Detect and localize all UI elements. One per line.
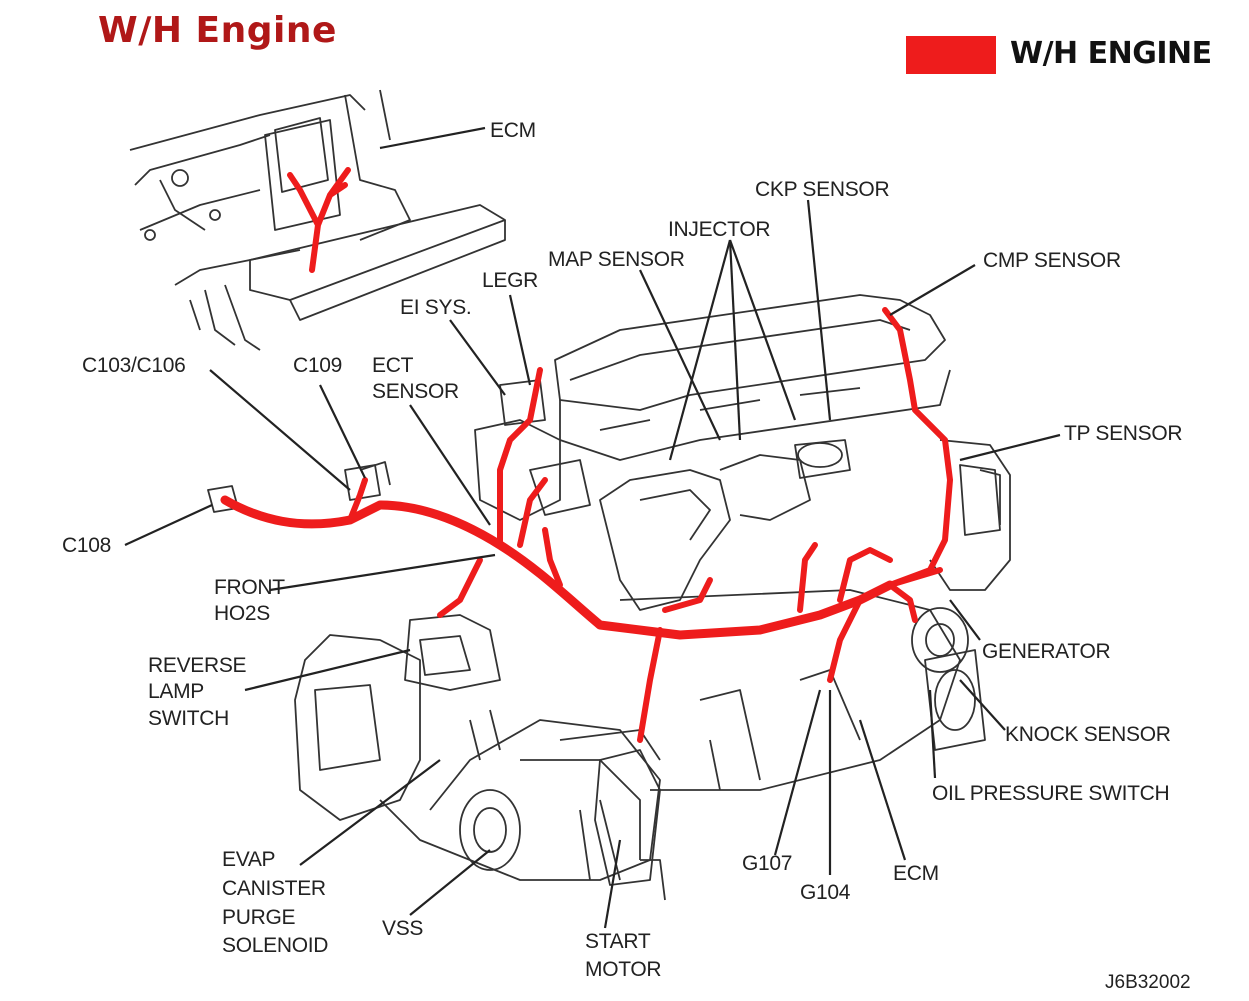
label-evap-line3: PURGE xyxy=(222,906,295,929)
label-map-sensor: MAP SENSOR xyxy=(548,248,685,271)
label-ect-line1: ECT xyxy=(372,354,414,377)
ecm-inset-drawing xyxy=(129,89,506,351)
label-reverse-line2: LAMP xyxy=(148,680,204,703)
label-legr: LEGR xyxy=(482,269,538,292)
label-start-line2: MOTOR xyxy=(585,958,661,981)
label-evap-line1: EVAP xyxy=(222,848,275,871)
label-c109: C109 xyxy=(293,354,342,377)
label-c108: C108 xyxy=(62,534,111,557)
label-ckp-sensor: CKP SENSOR xyxy=(755,178,889,201)
label-ect-line2: SENSOR xyxy=(372,380,459,403)
leader-lines xyxy=(124,126,1061,929)
wiring-harness xyxy=(220,167,953,743)
figure-id: J6B32002 xyxy=(1105,972,1191,993)
legend-swatch xyxy=(906,36,996,74)
label-generator: GENERATOR xyxy=(982,640,1111,663)
label-ecm-bottom: ECM xyxy=(893,862,939,885)
label-vss: VSS xyxy=(382,917,423,940)
label-g107: G107 xyxy=(742,852,792,875)
label-evap-line4: SOLENOID xyxy=(222,934,328,957)
legend-label: W/H ENGINE xyxy=(1010,36,1212,71)
labels: ECM CKP SENSOR INJECTOR MAP SENSOR CMP S… xyxy=(62,119,1191,993)
label-injector: INJECTOR xyxy=(668,218,770,241)
label-c103-c106: C103/C106 xyxy=(82,354,186,377)
label-knock-sensor: KNOCK SENSOR xyxy=(1005,723,1171,746)
label-tp-sensor: TP SENSOR xyxy=(1064,422,1182,445)
label-cmp-sensor: CMP SENSOR xyxy=(983,249,1121,272)
label-reverse-line1: REVERSE xyxy=(148,654,247,677)
label-front-line1: FRONT xyxy=(214,576,285,599)
label-front-line2: HO2S xyxy=(214,602,270,625)
label-evap-line2: CANISTER xyxy=(222,877,326,900)
label-reverse-line3: SWITCH xyxy=(148,707,229,730)
label-oil-pressure-switch: OIL PRESSURE SWITCH xyxy=(932,782,1169,805)
label-g104: G104 xyxy=(800,881,851,904)
label-ecm-top: ECM xyxy=(490,119,536,142)
label-start-line1: START xyxy=(585,930,651,953)
label-ei-sys: EI SYS. xyxy=(400,296,471,319)
diagram-title: W/H Engine xyxy=(98,10,337,51)
